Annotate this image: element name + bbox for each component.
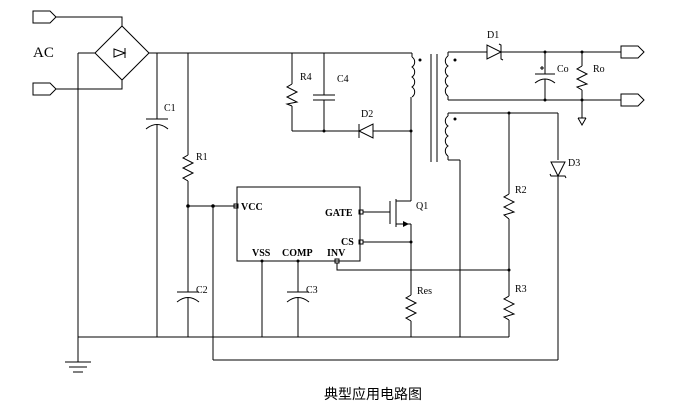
transformer-secondary [444,55,449,97]
resistor-res [404,242,418,337]
resistor-r2 [502,113,516,270]
capacitor-c1 [145,53,169,337]
co-label: Co [557,64,569,75]
d2-label: D2 [361,109,373,120]
diagram-caption: 典型应用电路图 [324,386,422,403]
ic-pin-cs: CS [341,237,354,248]
bridge-rectifier [78,25,157,81]
ground-rail [77,53,460,362]
ic-pin-vcc: VCC [241,202,263,213]
r2-label: R2 [515,185,527,196]
ic-pin-comp: COMP [282,248,313,259]
r1-label: R1 [196,152,208,163]
res-label: Res [417,286,432,297]
d1-label: D1 [487,30,499,41]
c2-label: C2 [196,285,208,296]
diode-d3 [549,161,567,179]
aux-wiring [447,111,559,360]
ac-input-terminal-top [32,10,70,24]
ic-pin-vss: VSS [252,248,271,259]
ic-pin-gate: GATE [325,208,353,219]
transformer-core [430,54,438,162]
resistor-r3 [502,270,516,337]
inv-wiring [336,263,509,271]
hv-rail [157,52,413,57]
mosfet-q1 [363,199,413,244]
resistor-r1 [181,53,195,292]
ro-label: Ro [593,64,605,75]
d3-label: D3 [568,158,580,169]
c4-label: C4 [337,74,349,85]
ground-symbol-left [65,361,91,373]
output-terminal-negative [620,93,645,107]
transformer-primary [411,56,416,98]
ac-wiring [70,16,123,90]
vss-wiring [260,259,264,337]
vcc-wiring [186,204,558,361]
q1-label: Q1 [416,201,428,212]
snubber-wiring [291,53,413,201]
capacitor-c2 [176,291,200,337]
r3-label: R3 [515,284,527,295]
output-terminal-positive [620,45,645,59]
output-wiring [447,50,621,102]
c1-label: C1 [164,103,176,114]
r4-label: R4 [300,72,312,83]
ac-input-terminal-bottom [32,82,70,96]
capacitor-c3 [286,259,310,337]
resistor-r4 [285,83,299,107]
c3-label: C3 [306,285,318,296]
diode-d2 [357,123,374,139]
ground-symbol-output [577,117,587,127]
transformer-auxiliary [444,115,449,157]
diode-d1 [486,43,504,61]
capacitor-co [534,52,556,100]
ic-pin-inv: INV [327,248,346,259]
resistor-ro [575,52,589,118]
capacitor-c4 [313,53,335,131]
ac-label: AC [33,45,54,61]
